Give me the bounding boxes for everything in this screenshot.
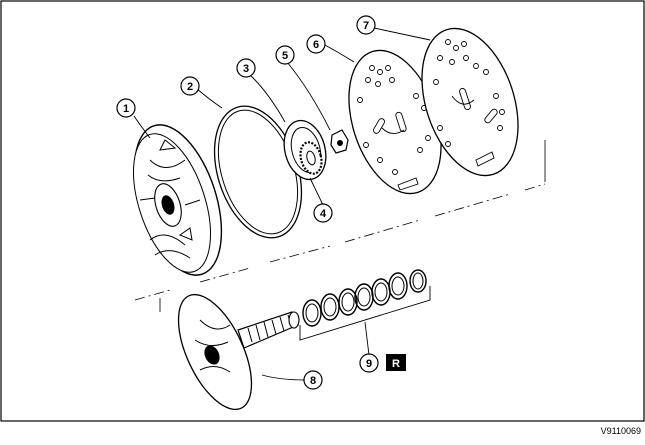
part-1-pump-body	[133, 124, 223, 276]
callout-4: 4	[313, 203, 333, 223]
part-5-plug	[330, 129, 349, 154]
replace-badge-label: R	[392, 358, 400, 370]
callout-2: 2	[180, 76, 200, 96]
callout-1: 1	[116, 98, 136, 118]
callout-8: 8	[303, 370, 323, 390]
callout-6-label: 6	[313, 39, 319, 51]
figure-reference-code: V9110069	[601, 426, 641, 436]
part-9-seal-rings	[302, 269, 427, 327]
callout-7-label: 7	[363, 20, 369, 32]
replace-badge: R	[386, 354, 406, 371]
callout-5-label: 5	[282, 50, 288, 62]
callout-7: 7	[356, 15, 376, 35]
center-line-bracket	[159, 140, 546, 312]
callout-5: 5	[275, 45, 295, 65]
part-7-valve-plate	[421, 27, 519, 177]
callout-1-label: 1	[123, 103, 129, 115]
part-4-inner-gear	[299, 141, 323, 175]
callout-4-label: 4	[320, 208, 327, 220]
center-line	[134, 183, 546, 301]
callout-3: 3	[236, 58, 256, 78]
callout-6: 6	[306, 34, 326, 54]
group-9-bracket	[299, 286, 431, 341]
callout-9-label: 9	[366, 358, 372, 370]
diagram-frame	[0, 0, 645, 422]
part-8-stator-shaft	[177, 293, 300, 411]
leader-lines	[133, 27, 431, 381]
callout-3-label: 3	[243, 63, 249, 75]
callout-8-label: 8	[310, 375, 316, 387]
callout-2-label: 2	[187, 81, 193, 93]
callout-9: 9	[359, 353, 379, 373]
